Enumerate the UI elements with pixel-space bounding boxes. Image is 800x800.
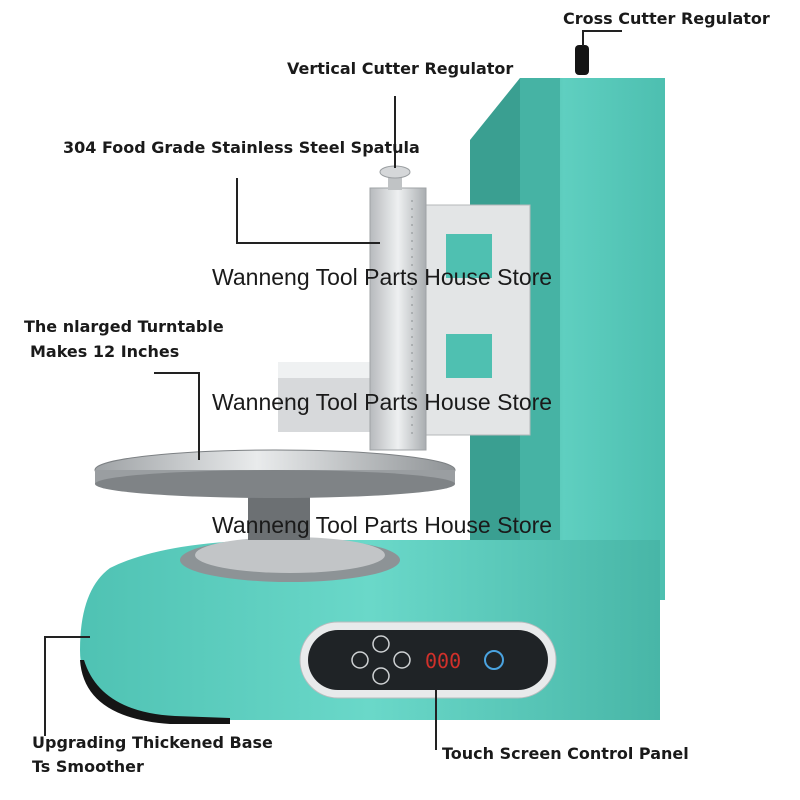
callout-line-turntable-v bbox=[198, 372, 200, 460]
watermark-1: Wanneng Tool Parts House Store bbox=[212, 264, 553, 290]
cross-cutter-knob bbox=[575, 45, 589, 75]
watermark-3: Wanneng Tool Parts House Store bbox=[212, 512, 553, 538]
label-base-line1: Upgrading Thickened Base bbox=[32, 733, 273, 752]
control-panel: 000 bbox=[299, 621, 557, 699]
callout-line-spatula-h bbox=[236, 242, 380, 244]
spatula bbox=[369, 165, 427, 451]
label-turntable-line2: Makes 12 Inches bbox=[30, 342, 180, 361]
watermark-2: Wanneng Tool Parts House Store bbox=[212, 389, 553, 415]
callout-line-spatula-v bbox=[236, 178, 238, 242]
label-cross-cutter-regulator: Cross Cutter Regulator bbox=[563, 9, 770, 28]
label-control-panel: Touch Screen Control Panel bbox=[442, 744, 689, 763]
callout-line-vertical-cutter bbox=[394, 96, 396, 168]
callout-line-base-h bbox=[44, 636, 90, 638]
callout-line-cross-cutter-h bbox=[582, 30, 622, 32]
panel-display-digits: 000 bbox=[425, 649, 461, 673]
callout-line-base-v bbox=[44, 636, 46, 736]
callout-line-turntable-h bbox=[154, 372, 200, 374]
callout-line-cross-cutter bbox=[582, 30, 584, 46]
label-turntable-line1: The nlarged Turntable bbox=[24, 317, 224, 336]
callout-line-panel bbox=[435, 690, 437, 750]
label-spatula: 304 Food Grade Stainless Steel Spatula bbox=[63, 138, 420, 157]
label-base-line2: Ts Smoother bbox=[32, 757, 144, 776]
turntable bbox=[94, 449, 456, 540]
label-vertical-cutter-regulator: Vertical Cutter Regulator bbox=[287, 59, 514, 78]
